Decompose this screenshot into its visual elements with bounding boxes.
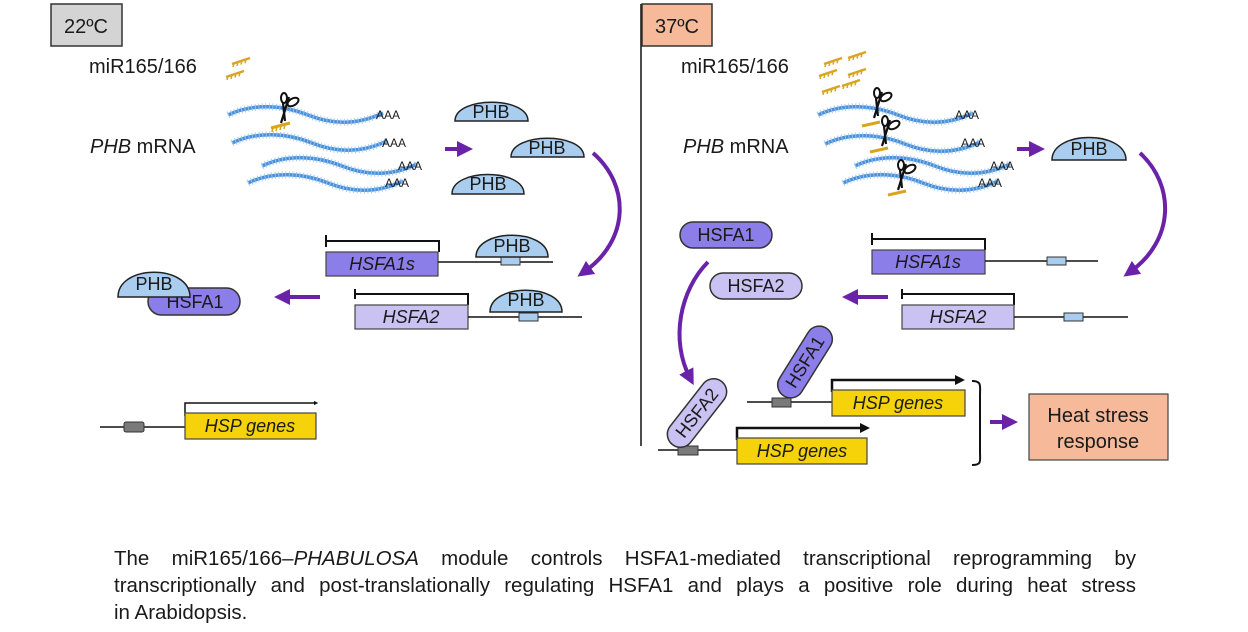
mirna-icon [224, 56, 252, 82]
polya-label: AAA [398, 159, 422, 173]
right-panel-37c: 37ºC miR165/166 PHB mRNA AAA AAA AAA [641, 3, 1169, 466]
svg-text:HSFA2: HSFA2 [383, 307, 440, 327]
phb-protein: PHB [1051, 136, 1127, 161]
svg-text:HSFA1s: HSFA1s [895, 252, 961, 272]
phb-protein: PHB [454, 101, 529, 122]
mirna-label: miR165/166 [681, 56, 789, 78]
hsp-gene: HSP genes [747, 375, 966, 417]
mirna-bound-icon [270, 121, 291, 133]
svg-text:Heat stress: Heat stress [1047, 405, 1148, 427]
temperature-label: 37ºC [655, 16, 699, 38]
scissors-icon [896, 158, 919, 192]
svg-text:PHB: PHB [493, 236, 530, 256]
mrna-label: PHB mRNA [683, 136, 789, 158]
left-panel-22c: 22ºC miR165/166 PHB mRNA AAA AAA AAA AAA… [50, 3, 622, 440]
svg-text:HSP genes: HSP genes [757, 441, 847, 461]
phb-protein: PHB [451, 173, 525, 195]
svg-text:HSP genes: HSP genes [853, 393, 943, 413]
polya-label: AAA [376, 108, 400, 122]
phb-to-promoter-arrow [577, 151, 622, 277]
bracket [971, 380, 982, 466]
svg-text:PHB: PHB [528, 138, 565, 158]
phb-protein: PHB [510, 137, 585, 158]
hsfa1-protein: HSFA1 [679, 221, 773, 249]
svg-text:PHB: PHB [472, 102, 509, 122]
svg-text:response: response [1057, 431, 1139, 453]
phb-bound: PHB [489, 289, 563, 313]
figure-diagram: 22ºC miR165/166 PHB mRNA AAA AAA AAA AAA… [50, 3, 1169, 466]
temperature-label-box [641, 3, 713, 47]
svg-text:HSFA1: HSFA1 [697, 225, 754, 245]
polya-label: AAA [955, 108, 979, 122]
mirna-icon [817, 50, 868, 97]
polya-label: AAA [961, 136, 985, 150]
polya-label: AAA [382, 136, 406, 150]
hsfa2-bound: HSFA2 [666, 377, 728, 449]
hsfa2-gene: HSFA2 [901, 289, 1128, 330]
temperature-label-box [50, 3, 123, 47]
polya-label: AAA [385, 176, 409, 190]
svg-text:PHB: PHB [469, 174, 506, 194]
mirna-bound-icon [861, 120, 907, 197]
hsp-gene: HSP genes [658, 423, 870, 465]
hsfa2-gene: HSFA2 [354, 289, 582, 330]
hsfa2-protein: HSFA2 [709, 272, 803, 300]
hsfa-binding-arrow [677, 260, 710, 386]
hsfa1-bound: HSFA1 [776, 325, 834, 399]
svg-text:PHB: PHB [135, 274, 172, 294]
svg-text:PHB: PHB [1070, 139, 1107, 159]
hsfa1s-gene: HSFA1s [325, 235, 553, 277]
hsfa1s-gene: HSFA1s [871, 233, 1098, 275]
mirna-label: miR165/166 [89, 56, 197, 78]
svg-text:HSFA1s: HSFA1s [349, 254, 415, 274]
caption-line: transcriptionally and post-translational… [114, 574, 1136, 597]
hsp-gene: HSP genes [100, 400, 319, 440]
svg-text:HSFA2: HSFA2 [930, 307, 987, 327]
figure-caption: The miR165/166–PHABULOSA module controls… [114, 545, 1136, 626]
phb-hsfa1-complex: HSFA1 PHB [117, 271, 241, 316]
polya-label: AAA [978, 176, 1002, 190]
heat-stress-response-box: Heat stress response [1028, 393, 1169, 461]
svg-text:HSFA2: HSFA2 [727, 276, 784, 296]
phb-to-promoter-arrow [1123, 151, 1168, 277]
temperature-label: 22ºC [64, 16, 108, 38]
caption-line: The miR165/166–PHABULOSA module controls… [114, 547, 1136, 570]
svg-text:HSP genes: HSP genes [205, 416, 295, 436]
mrna-label: PHB mRNA [90, 136, 196, 158]
polya-label: AAA [990, 159, 1014, 173]
phb-bound: PHB [475, 234, 549, 258]
caption-line: in Arabidopsis. [114, 601, 248, 624]
svg-text:PHB: PHB [507, 290, 544, 310]
